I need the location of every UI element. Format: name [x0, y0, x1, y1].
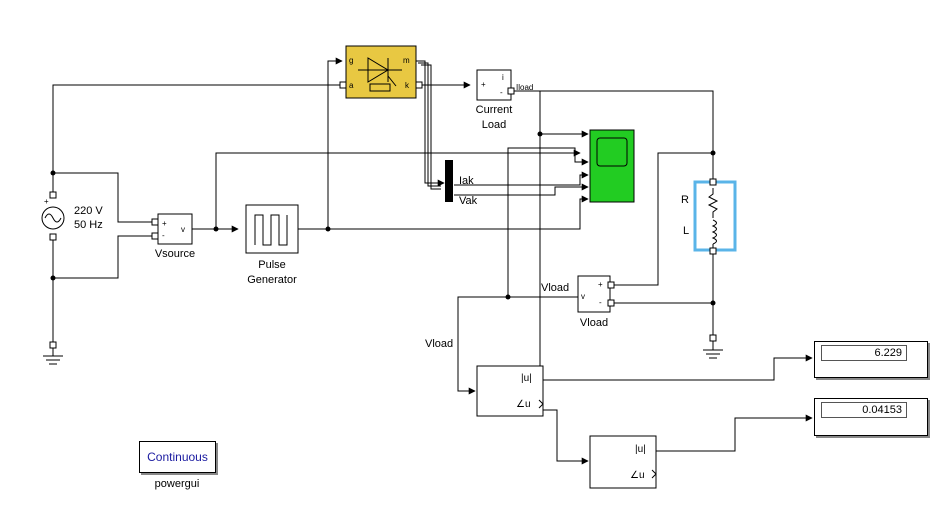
powergui-block[interactable]: Continuous	[139, 441, 216, 473]
thyristor-port-g: g	[349, 56, 354, 65]
thyristor-port-a: a	[349, 81, 354, 90]
wire-m-double-1	[418, 62, 441, 187]
fourier-block-1[interactable]	[476, 365, 544, 417]
fourier2-angle-port: ∠u	[630, 470, 645, 481]
mux-iak-label: Iak	[459, 175, 474, 187]
wire-source-to-vmeas-minus	[53, 235, 152, 279]
inductor-icon	[711, 219, 717, 245]
wire-fourier2-to-display2	[655, 414, 813, 452]
pulse-generator-block[interactable]	[245, 204, 299, 254]
thyristor-port-m: m	[403, 56, 410, 65]
powergui-label: powergui	[154, 478, 200, 490]
vload-output-port: v	[581, 292, 585, 301]
vload-meas-label: Vload	[579, 317, 609, 329]
pulse-label-line2: Generator	[247, 274, 297, 286]
current-label-line1: Current	[475, 104, 513, 116]
mux-vak-label: Vak	[459, 195, 478, 207]
display-block-2[interactable]: 0.04153	[814, 398, 928, 436]
vsource-frequency-label: 50 Hz	[74, 219, 103, 231]
display-1-value: 6.229	[821, 345, 907, 361]
rl-r-label: R	[681, 194, 689, 206]
current-port-plus: +	[481, 80, 486, 89]
wire-mux-to-scope-1	[454, 171, 589, 186]
vsource-meas-label: Vsource	[154, 248, 196, 260]
wire-mux-to-scope-2	[454, 183, 589, 196]
wire-source-to-thyristor	[52, 84, 340, 195]
wire-m-to-mux-iak	[416, 60, 445, 187]
thyristor-icon	[367, 57, 389, 83]
vload-signal-label-left: Vload	[425, 338, 454, 350]
scope-screen-icon	[596, 137, 628, 167]
wire-fourier1-to-display1	[543, 354, 813, 381]
vsource-measurement-block[interactable]	[151, 213, 193, 245]
ground-load-icon	[703, 334, 723, 359]
fourier-block-2[interactable]	[589, 435, 657, 489]
wire-current-to-load	[512, 90, 714, 180]
wire-iload-to-scope	[539, 91, 589, 138]
resistor-icon	[707, 188, 719, 218]
vload-measurement-block[interactable]	[577, 275, 615, 313]
vsource-port-minus: -	[162, 231, 165, 240]
current-port-minus: -	[500, 88, 503, 97]
scope-block[interactable]	[589, 129, 635, 203]
display-2-value: 0.04153	[821, 402, 907, 418]
current-measurement-block[interactable]	[476, 69, 515, 101]
signal-lines	[52, 57, 813, 465]
ac-voltage-source[interactable]: +	[41, 191, 65, 241]
wire-vload-to-fourier1	[457, 296, 578, 395]
pulse-wave-icon	[254, 214, 288, 246]
wire-vsource-to-scope	[215, 149, 581, 229]
thyristor-block[interactable]	[339, 45, 423, 99]
display-block-1[interactable]: 6.229	[814, 341, 928, 378]
current-label-line2: Load	[481, 119, 507, 131]
vsource-amplitude-label: 220 V	[74, 205, 103, 217]
thyristor-port-k: k	[405, 81, 409, 90]
wire-pulse-to-scope	[298, 195, 589, 230]
iload-signal-label: Iload	[516, 83, 534, 92]
pulse-label-line1: Pulse	[258, 259, 286, 271]
wire-iload-to-fourier2	[539, 134, 589, 465]
vload-signal-label-top: Vload	[541, 282, 570, 294]
vsource-port-plus: +	[162, 219, 167, 228]
ground-source-icon	[43, 341, 63, 365]
vload-port-plus: +	[598, 280, 603, 289]
vsource-output-port: v	[181, 225, 185, 234]
rl-l-label: L	[683, 225, 690, 237]
wire-source-to-vmeas-plus	[53, 172, 152, 223]
wire-vload-to-scope	[507, 147, 589, 297]
fourier1-magnitude-port: |u|	[521, 373, 532, 384]
wire-pulse-to-gate	[327, 57, 343, 229]
fourier2-magnitude-port: |u|	[635, 444, 646, 455]
svg-text:+: +	[44, 197, 49, 206]
wire-load-to-vload-plus	[612, 152, 713, 286]
rl-load-block[interactable]	[693, 178, 737, 255]
fourier1-angle-port: ∠u	[516, 399, 531, 410]
junction-dots	[50, 131, 716, 306]
vload-port-minus: -	[599, 298, 602, 307]
mux-block[interactable]	[445, 160, 453, 202]
wire-m-double-2	[421, 64, 441, 190]
current-output-port: i	[502, 73, 504, 82]
